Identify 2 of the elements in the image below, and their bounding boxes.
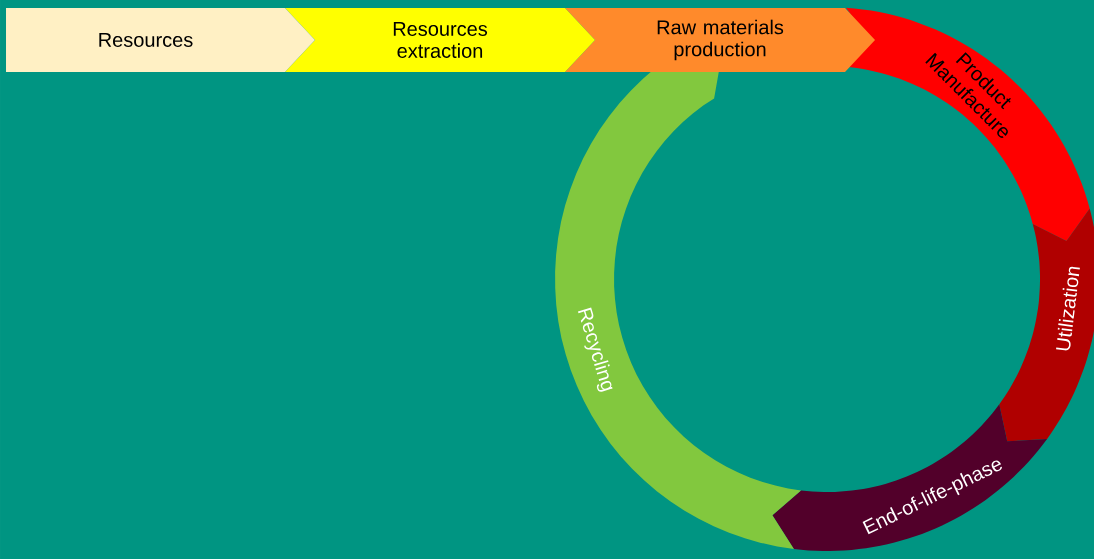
arrow-segment: Utilization (999, 208, 1094, 442)
chevron-box: Resources (6, 8, 315, 72)
